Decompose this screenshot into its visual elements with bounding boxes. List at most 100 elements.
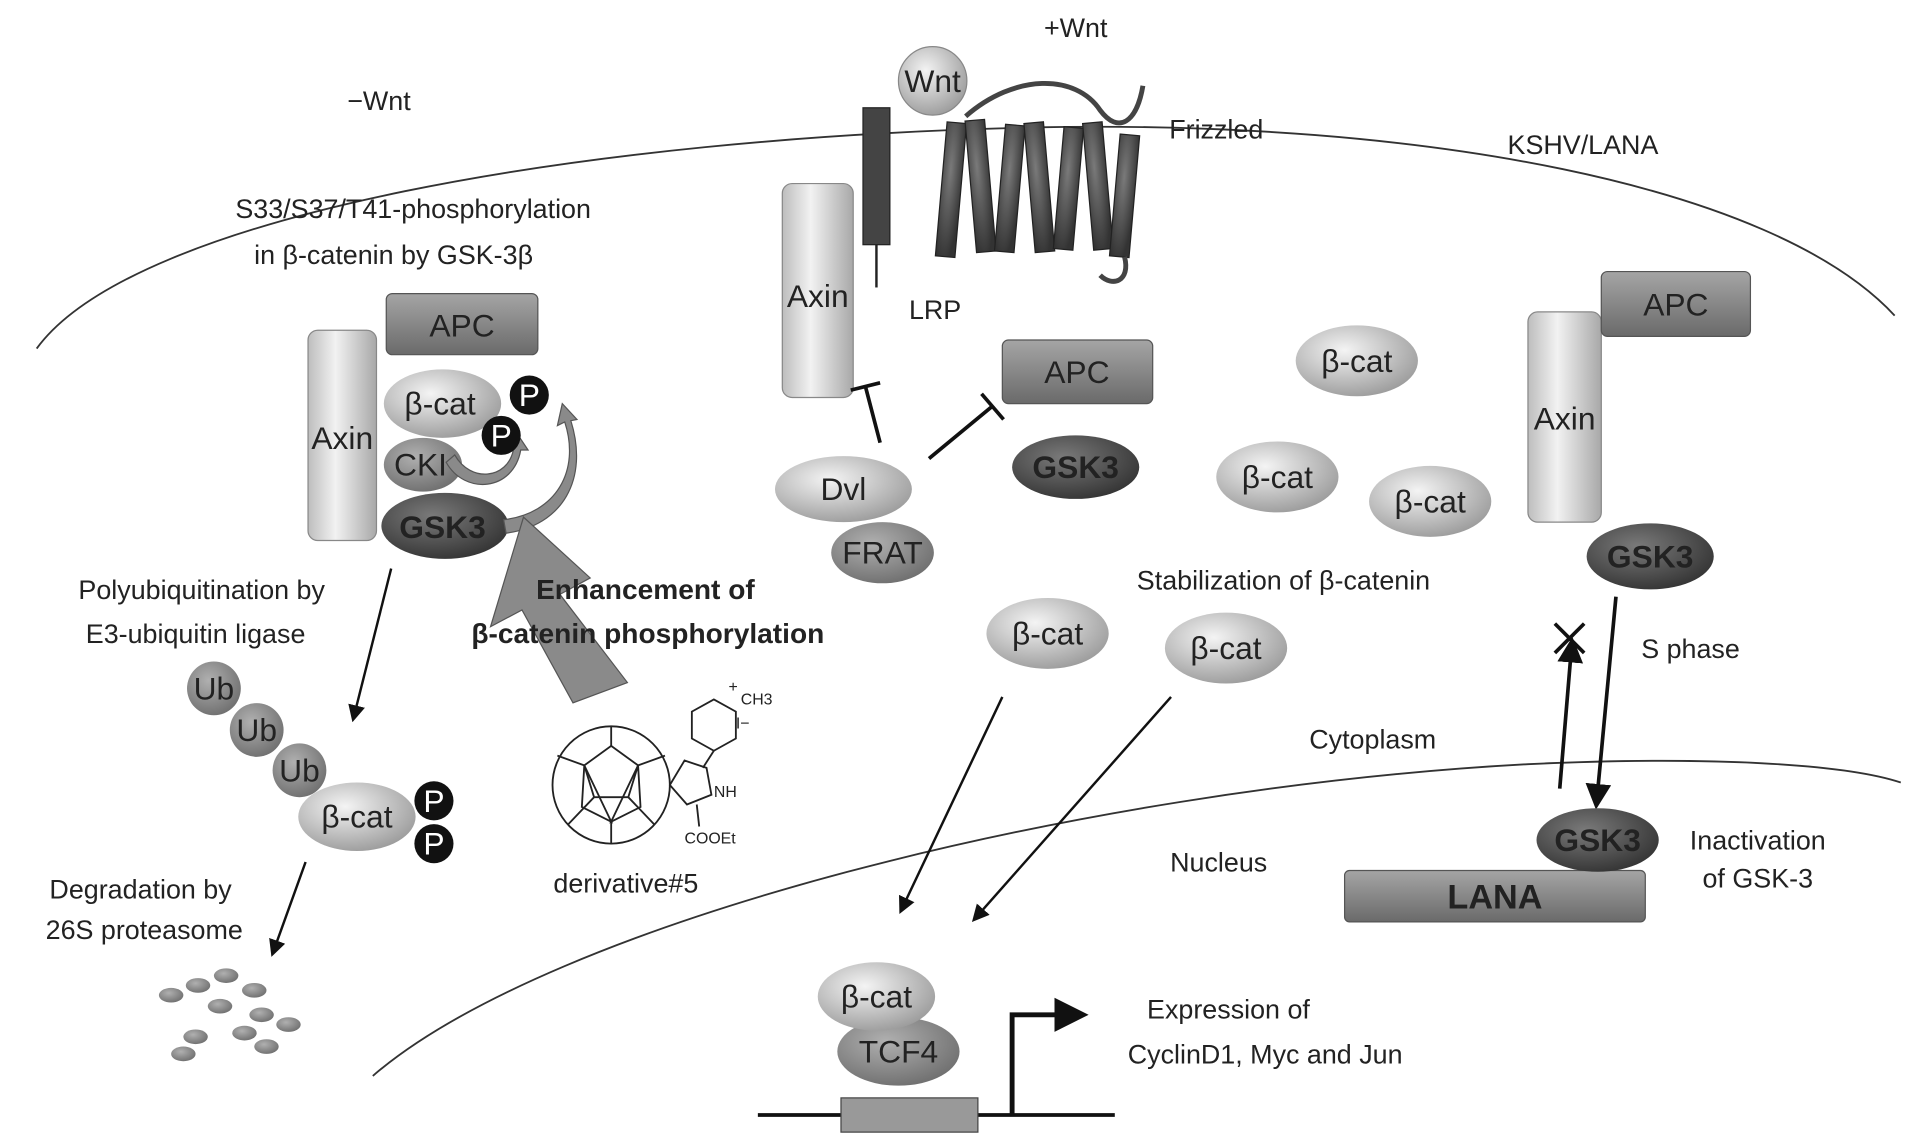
apc-middle-label: APC (1044, 354, 1109, 390)
protein-fragments (158, 968, 301, 1062)
fullerene-derivative-structure (551, 698, 737, 845)
ub-2 (229, 703, 284, 757)
bcat-free-4-label: β-cat (1012, 615, 1083, 651)
degradation-label-1: Degradation by (49, 875, 232, 905)
nuclear-membrane (372, 759, 1902, 1077)
dvl-frat: FRAT Dvl (774, 381, 1005, 584)
chem-nh: NH (714, 784, 737, 801)
inactivation-label-2: of GSK-3 (1702, 864, 1813, 894)
phosphate-1 (509, 375, 549, 415)
axin-left (307, 329, 378, 542)
enhancement-arrow (489, 516, 629, 704)
apc-middle (1001, 339, 1154, 405)
lrp-receptor (862, 107, 891, 246)
phosphate-4-label: P (423, 826, 444, 862)
lana (1343, 869, 1646, 923)
gsk3-middle-label: GSK3 (1032, 449, 1119, 485)
phosphate-3-label: P (423, 783, 444, 819)
bcat-free-5-label: β-cat (1190, 630, 1261, 666)
transcription-start-arrow (1009, 997, 1089, 1116)
apc-right (1600, 270, 1752, 337)
arrow-to-ubiquitination (348, 568, 393, 723)
tcf4 (837, 1017, 960, 1086)
chem-ch3: CH3 (741, 691, 773, 708)
phosphate-2-label: P (491, 417, 512, 453)
frizzled-label: Frizzled (1169, 114, 1263, 144)
ub-1-label: Ub (194, 670, 235, 706)
derivative-label: derivative#5 (553, 869, 698, 899)
phosphorylation-label-2: in β-catenin by GSK-3β (254, 240, 533, 270)
degradation-label-2: 26S proteasome (46, 915, 243, 945)
s-phase-label: S phase (1641, 634, 1740, 664)
apc-right-label: APC (1643, 287, 1708, 323)
chem-iodide: I− (736, 716, 750, 733)
frizzled-loop (964, 81, 1146, 126)
promoter-box (840, 1097, 979, 1133)
arrow-bcat-to-nucleus-1 (899, 696, 1004, 914)
bcat-free-1-label: β-cat (1321, 343, 1392, 379)
arrow-to-degradation (269, 861, 307, 957)
frizzled-receptor (934, 118, 1141, 259)
apc-left (385, 292, 539, 356)
bcat-complex-label: β-cat (404, 386, 475, 422)
gsk3-nuclear-label: GSK3 (1554, 822, 1641, 858)
ub-1 (187, 661, 241, 716)
cki-label: CKI (394, 447, 447, 483)
cki-curved-arrow (445, 434, 530, 485)
polyubiquitination-label-2: E3-ubiquitin ligase (86, 619, 306, 649)
axin-left-label: Axin (311, 420, 373, 456)
gsk3-left (381, 492, 509, 559)
chem-plus: + (729, 679, 738, 696)
axin-middle (781, 182, 854, 399)
polyubiquitination-label-1: Polyubiquitination by (78, 575, 325, 605)
bcat-ub (298, 782, 416, 851)
phosphate-3 (414, 781, 454, 821)
arrow-gsk3-export-blocked (1557, 636, 1584, 789)
bcat-free-5 (1164, 612, 1288, 684)
ub-3 (272, 743, 327, 798)
axin-right (1527, 311, 1602, 523)
bcat-free-1 (1295, 325, 1418, 397)
lrp-label: LRP (909, 295, 961, 325)
minus-wnt-label: −Wnt (347, 86, 411, 116)
tcf4-label: TCF4 (859, 1033, 938, 1069)
free-bcat-group: β-cat β-cat β-cat β-cat β-cat (986, 325, 1492, 684)
bcat-free-3 (1369, 465, 1492, 537)
inhibit-axin-bar (850, 381, 881, 392)
enhancement-label-2: β-catenin phosphorylation (471, 618, 824, 649)
stabilization-label: Stabilization of β-catenin (1137, 565, 1430, 595)
kshv-lana-label: KSHV/LANA (1508, 130, 1659, 160)
gsk3-right-label: GSK3 (1607, 538, 1694, 574)
ub-3-label: Ub (279, 752, 320, 788)
destruction-complex-left: Axin APC β-cat CKI GSK3 P P (307, 292, 579, 559)
frat-label: FRAT (842, 535, 923, 571)
axin-right-label: Axin (1534, 400, 1596, 436)
nucleus-label: Nucleus (1170, 848, 1267, 878)
phosphorylation-label-1: S33/S37/T41-phosphorylation (235, 194, 591, 224)
gsk3-middle (1012, 435, 1140, 499)
inactivation-label-1: Inactivation (1690, 826, 1826, 856)
phosphate-2 (481, 415, 521, 455)
plus-wnt-label: +Wnt (1044, 13, 1108, 43)
arrow-gsk3-to-nucleus (1585, 596, 1618, 810)
bcat-free-4 (986, 597, 1109, 669)
bcat-complex (383, 369, 502, 438)
bcat-nuclear (817, 962, 936, 1031)
expression-label-2: CyclinD1, Myc and Jun (1128, 1040, 1403, 1070)
expression-label-1: Expression of (1147, 994, 1310, 1024)
phosphate-1-label: P (519, 377, 540, 413)
bcat-nuclear-label: β-cat (841, 978, 912, 1014)
chem-cooet: COOEt (685, 831, 737, 848)
bcat-free-2 (1216, 441, 1339, 513)
enhancement-label-1: Enhancement of (536, 574, 755, 605)
bcat-ub-label: β-cat (321, 799, 392, 835)
axin-middle-label: Axin (787, 278, 849, 314)
bcat-free-3-label: β-cat (1395, 483, 1466, 519)
phosphate-4 (414, 824, 454, 864)
ub-2-label: Ub (236, 712, 277, 748)
gsk3-curved-arrow (502, 402, 579, 534)
wnt-ligand-label: Wnt (904, 63, 961, 99)
cki (383, 437, 463, 492)
